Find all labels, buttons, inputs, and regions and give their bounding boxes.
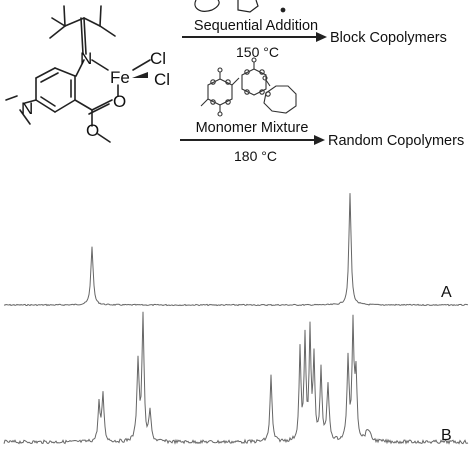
route-2-method: Monomer Mixture (196, 120, 309, 136)
catalyst-structure (5, 5, 151, 143)
route-1-method: Sequential Addition (194, 18, 318, 34)
spectrum-a-trace (3, 193, 469, 307)
chloride-2-label: Cl (154, 70, 170, 89)
route-1-arrowhead (316, 32, 327, 42)
spectrum-b-label: B (441, 427, 452, 444)
monomer-lactide (200, 67, 240, 117)
route-2-arrowhead (314, 135, 325, 145)
ester-o-label: O (86, 121, 99, 140)
amine-n-label: N (21, 99, 33, 118)
route-1-temperature: 150 °C (236, 44, 279, 60)
spectrum-a-label: A (441, 284, 452, 301)
route-2-product: Random Copolymers (328, 133, 464, 149)
route-1-product: Block Copolymers (330, 30, 447, 46)
monomer-caprolactone (262, 75, 297, 114)
spectrum-b-trace (3, 311, 469, 445)
route-2-temperature: 180 °C (234, 148, 277, 164)
chloride-1-label: Cl (150, 49, 166, 68)
atom-o-label: O (113, 92, 126, 111)
monomer-fragments-top (194, 0, 286, 13)
monomer-glycolide (241, 57, 267, 96)
wedge-bond (132, 72, 148, 78)
atom-fe-label: Fe (110, 68, 130, 87)
atom-n-label: N (80, 49, 92, 68)
